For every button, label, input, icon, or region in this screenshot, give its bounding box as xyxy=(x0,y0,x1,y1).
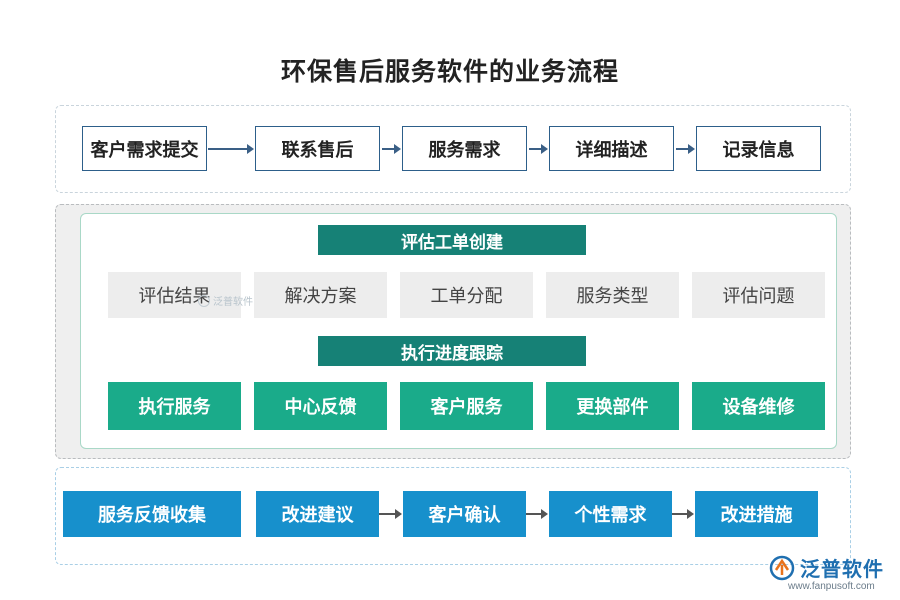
logo-icon xyxy=(198,294,210,307)
arrow-1 xyxy=(208,144,254,154)
page-title: 环保售后服务软件的业务流程 xyxy=(280,57,619,86)
arrow-5 xyxy=(379,509,402,519)
step-record-info[interactable]: 记录信息 xyxy=(696,126,821,171)
step-contact-aftersales[interactable]: 联系售后 xyxy=(255,126,380,171)
step-detail-describe[interactable]: 详细描述 xyxy=(549,126,674,171)
step-improve-measure[interactable]: 改进措施 xyxy=(695,491,818,537)
arrow-7 xyxy=(672,509,694,519)
brand-name: 泛普软件 xyxy=(800,557,884,581)
item-order-assign[interactable]: 工单分配 xyxy=(400,272,533,318)
step-personal-need[interactable]: 个性需求 xyxy=(549,491,672,537)
arrow-2 xyxy=(382,144,401,154)
item-customer-service[interactable]: 客户服务 xyxy=(400,382,533,430)
step-service-need[interactable]: 服务需求 xyxy=(402,126,527,171)
step-improve-suggest[interactable]: 改进建议 xyxy=(256,491,379,537)
arrow-4 xyxy=(676,144,695,154)
header-progress-track: 执行进度跟踪 xyxy=(318,336,586,366)
arrow-3 xyxy=(529,144,548,154)
item-execute-service[interactable]: 执行服务 xyxy=(108,382,241,430)
header-workorder-create: 评估工单创建 xyxy=(318,225,586,255)
item-solution[interactable]: 解决方案 xyxy=(254,272,387,318)
item-eval-issue[interactable]: 评估问题 xyxy=(692,272,825,318)
step-customer-confirm[interactable]: 客户确认 xyxy=(403,491,526,537)
step-customer-submit[interactable]: 客户需求提交 xyxy=(82,126,207,171)
item-eval-result[interactable]: 评估结果 xyxy=(108,272,241,318)
item-service-type[interactable]: 服务类型 xyxy=(546,272,679,318)
brand-logo: 泛普软件 xyxy=(768,553,884,582)
watermark-small: 泛普软件 xyxy=(198,293,253,308)
step-feedback-collect[interactable]: 服务反馈收集 xyxy=(63,491,241,537)
arrow-6 xyxy=(526,509,548,519)
item-equipment-repair[interactable]: 设备维修 xyxy=(692,382,825,430)
brand-url: www.fanpusoft.com xyxy=(788,581,875,592)
item-replace-parts[interactable]: 更换部件 xyxy=(546,382,679,430)
item-center-feedback[interactable]: 中心反馈 xyxy=(254,382,387,430)
brand-logo-icon xyxy=(769,555,795,580)
